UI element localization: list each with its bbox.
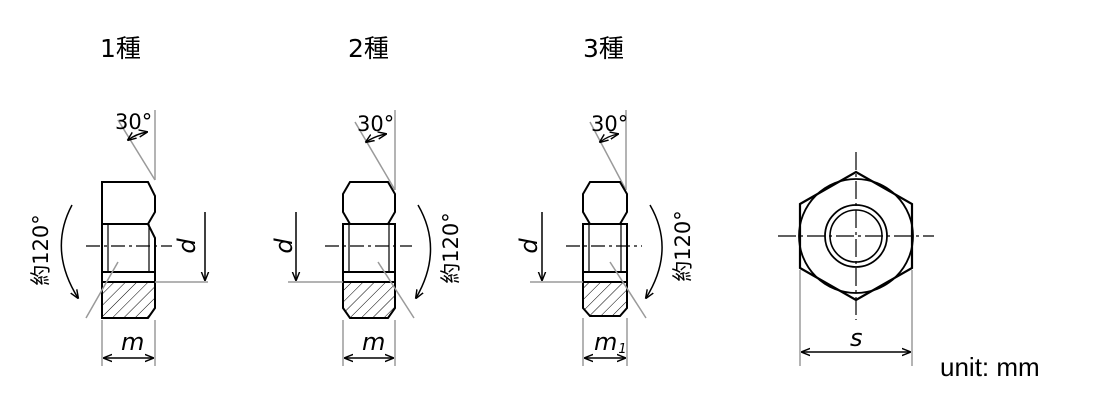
- nut-type-1-title: 1種: [100, 34, 141, 63]
- width-label: s: [850, 324, 863, 352]
- nut-upper-body: [101, 181, 156, 225]
- nut-type-2-title: 2種: [348, 34, 389, 63]
- approx-angle-arrow: [60, 204, 78, 298]
- diameter-label: d: [173, 238, 201, 254]
- unit-label: unit: mm: [940, 352, 1040, 382]
- height-label: m: [121, 328, 144, 356]
- chamfer-construction-line: [589, 121, 627, 191]
- bottom-chamfer-line: [609, 261, 647, 319]
- chamfer-angle-arrow: [366, 134, 386, 142]
- approx-angle-arrow: [646, 204, 663, 298]
- bottom-chamfer-line: [85, 261, 119, 319]
- nut-hatched-section: [582, 281, 628, 317]
- diameter-label: d: [515, 238, 543, 254]
- diameter-label: d: [270, 238, 298, 254]
- nut-type-3: 3種 30° d 約120° m1: [515, 34, 695, 366]
- nut-upper-body: [342, 181, 396, 225]
- chamfer-angle-label: 30°: [357, 112, 394, 136]
- approx-angle-label: 約120°: [439, 212, 463, 284]
- height-label-subscript: 1: [618, 342, 626, 357]
- height-label-main: m: [594, 328, 617, 356]
- nut-upper-body: [582, 181, 628, 225]
- nut-type-1: 1種 30° d 約120° m: [29, 34, 208, 366]
- approx-angle-label: 約120°: [29, 214, 53, 286]
- nut-hatched-section: [101, 281, 156, 319]
- bottom-chamfer-line: [377, 261, 415, 319]
- chamfer-construction-line: [354, 121, 396, 191]
- height-label: m: [362, 328, 385, 356]
- chamfer-angle-arrow: [600, 134, 618, 142]
- chamfer-angle-label: 30°: [591, 112, 628, 136]
- nut-type-2: 2種 30° d 約120° m: [270, 34, 463, 366]
- chamfer-angle-arrow: [128, 132, 147, 140]
- approx-angle-arrow: [416, 204, 432, 298]
- nut-hatched-section: [342, 281, 396, 319]
- height-label: m1: [594, 328, 627, 357]
- nut-type-3-title: 3種: [583, 34, 624, 63]
- approx-angle-label: 約120°: [671, 210, 695, 282]
- nut-middle-body: [342, 223, 396, 273]
- nut-middle-body: [101, 223, 156, 273]
- chamfer-angle-label: 30°: [115, 110, 152, 134]
- nut-top-view: s: [778, 152, 934, 366]
- chamfer-construction-line: [117, 119, 156, 181]
- hexagon-outline: [798, 170, 914, 302]
